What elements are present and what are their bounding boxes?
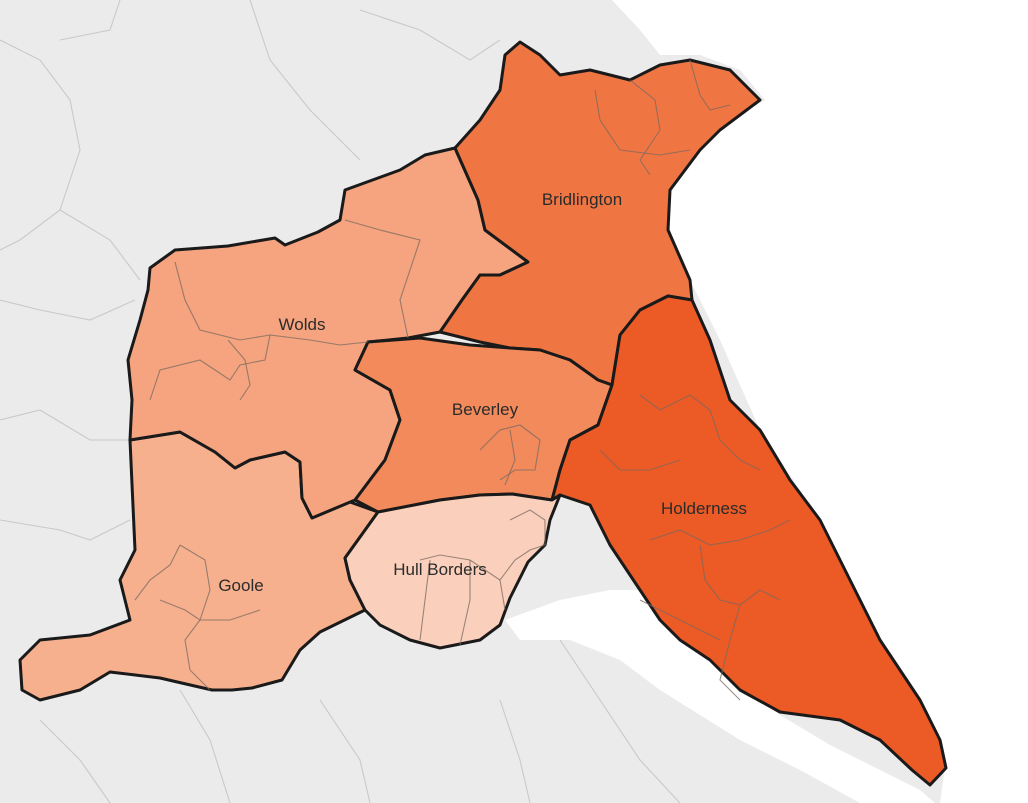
- background-boundaries: [0, 0, 681, 803]
- north-sea: [612, 0, 1028, 803]
- label-beverley: Beverley: [452, 400, 519, 419]
- region-bridlington[interactable]: [438, 40, 762, 387]
- label-goole: Goole: [218, 576, 263, 595]
- humber-estuary: [505, 590, 935, 803]
- label-wolds: Wolds: [279, 315, 326, 334]
- ward-boundaries: [134, 59, 791, 701]
- label-hull-borders: Hull Borders: [393, 560, 487, 579]
- label-bridlington: Bridlington: [542, 190, 622, 209]
- region-hull-borders[interactable]: [343, 492, 562, 650]
- label-holderness: Holderness: [661, 499, 747, 518]
- region-holderness[interactable]: [550, 294, 948, 787]
